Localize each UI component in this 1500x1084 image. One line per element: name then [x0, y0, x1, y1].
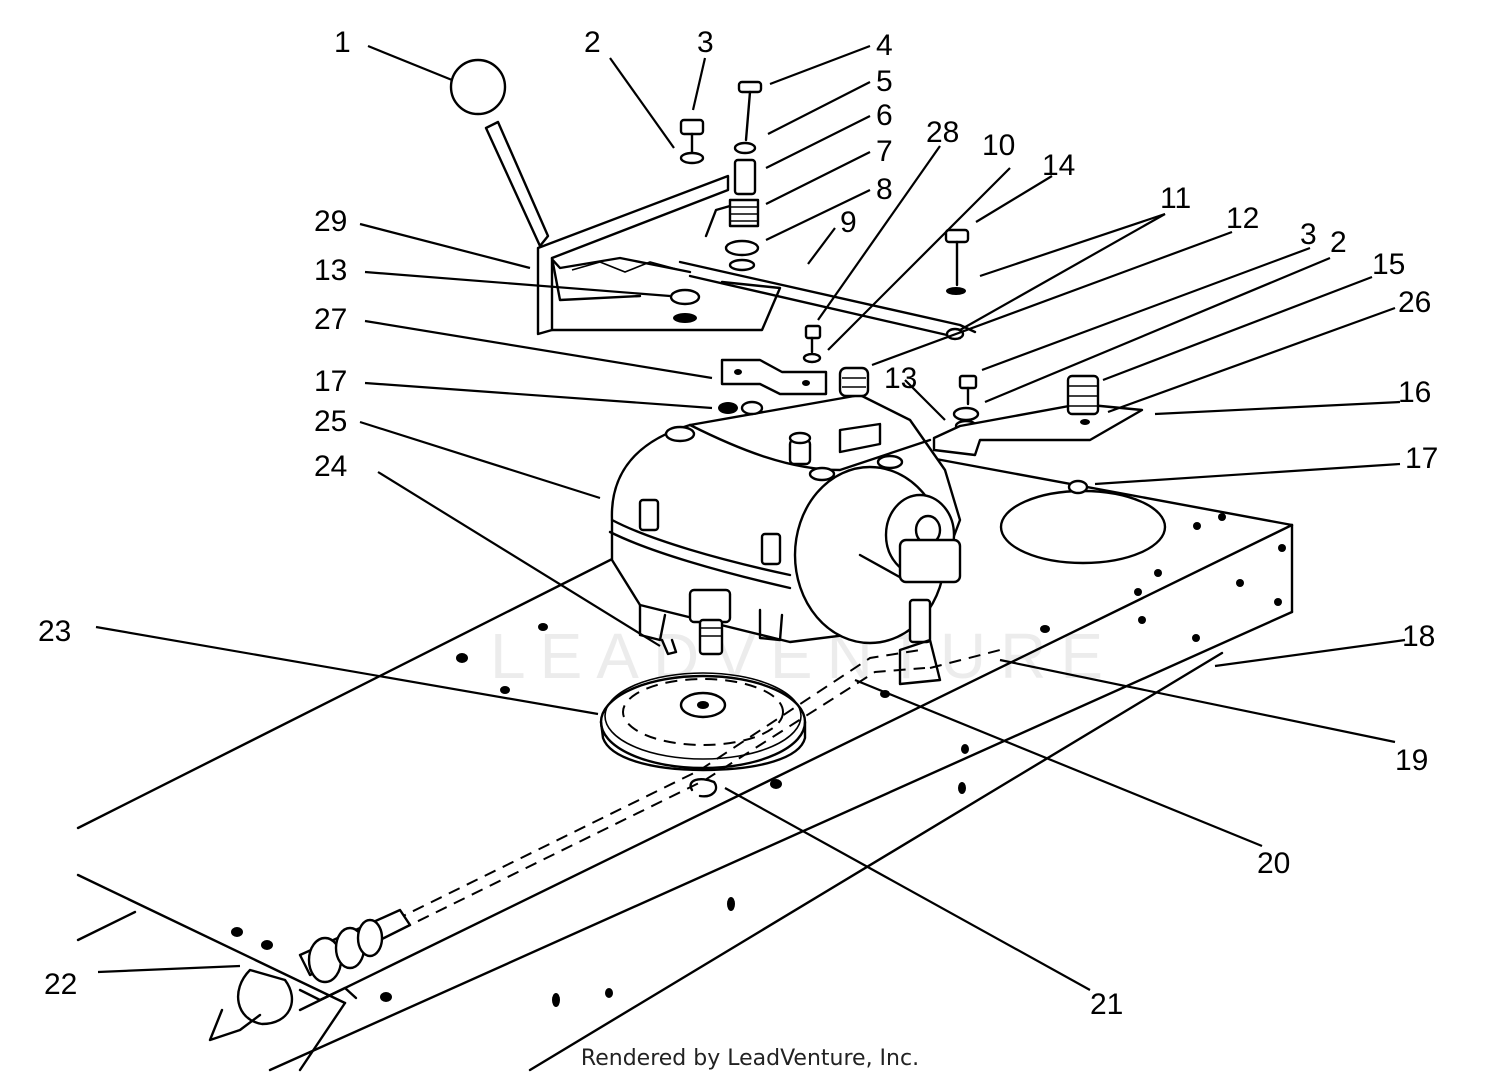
footer-credit: Rendered by LeadVenture, Inc.: [580, 1046, 920, 1071]
callout-4: 4: [876, 29, 893, 62]
callout-17b: 17: [1405, 442, 1438, 475]
shift-rod: [678, 260, 977, 340]
callout-10: 10: [982, 129, 1015, 162]
key-24: [660, 638, 678, 656]
callout-27: 27: [314, 303, 347, 336]
callout-2: 2: [584, 26, 601, 59]
callout-11: 11: [1160, 182, 1191, 215]
shift-lever: [484, 120, 692, 274]
callout-16: 16: [1398, 376, 1431, 409]
callout-6: 6: [876, 99, 893, 132]
callout-21: 21: [1090, 988, 1123, 1021]
callout-17a: 17: [314, 365, 347, 398]
callout-13a: 13: [314, 254, 347, 287]
cable-end: [208, 908, 412, 1042]
hardware-stack-left: [669, 80, 763, 323]
callout-9: 9: [840, 206, 857, 239]
callout-15: 15: [1372, 248, 1405, 281]
callout-14: 14: [1042, 149, 1075, 182]
leader-lines: [95, 44, 1406, 991]
callout-18: 18: [1402, 620, 1435, 653]
shift-cable: [394, 638, 1001, 931]
transmission-housing: [608, 366, 962, 656]
callout-29: 29: [314, 205, 347, 238]
callout-13b: 13: [884, 362, 917, 395]
callout-24: 24: [314, 450, 347, 483]
callout-25: 25: [314, 405, 347, 438]
callout-7: 7: [876, 135, 893, 168]
callout-3b: 3: [1300, 218, 1317, 251]
shift-bracket: [536, 174, 782, 336]
callout-3: 3: [697, 26, 714, 59]
callout-1: 1: [334, 26, 351, 59]
frame-holes: [231, 513, 1286, 1007]
callout-26: 26: [1398, 286, 1431, 319]
plate-27: [720, 358, 828, 396]
callout-20: 20: [1257, 847, 1290, 880]
callout-22: 22: [44, 968, 77, 1001]
callout-12: 12: [1226, 202, 1259, 235]
plate-16: [932, 374, 1144, 495]
callout-8: 8: [876, 173, 893, 206]
shift-knob: [449, 58, 507, 116]
callout-2b: 2: [1330, 226, 1347, 259]
callout-23: 23: [38, 615, 71, 648]
e-clip-21: [689, 778, 718, 798]
callout-28: 28: [926, 116, 959, 149]
frame-plate: [76, 450, 1294, 1072]
callout-numbers: 1 2 3 4 5 6 7 8 9 28 10 14 11 12 3 2 15 …: [38, 26, 1438, 1021]
callout-19: 19: [1395, 744, 1428, 777]
callout-5: 5: [876, 65, 893, 98]
